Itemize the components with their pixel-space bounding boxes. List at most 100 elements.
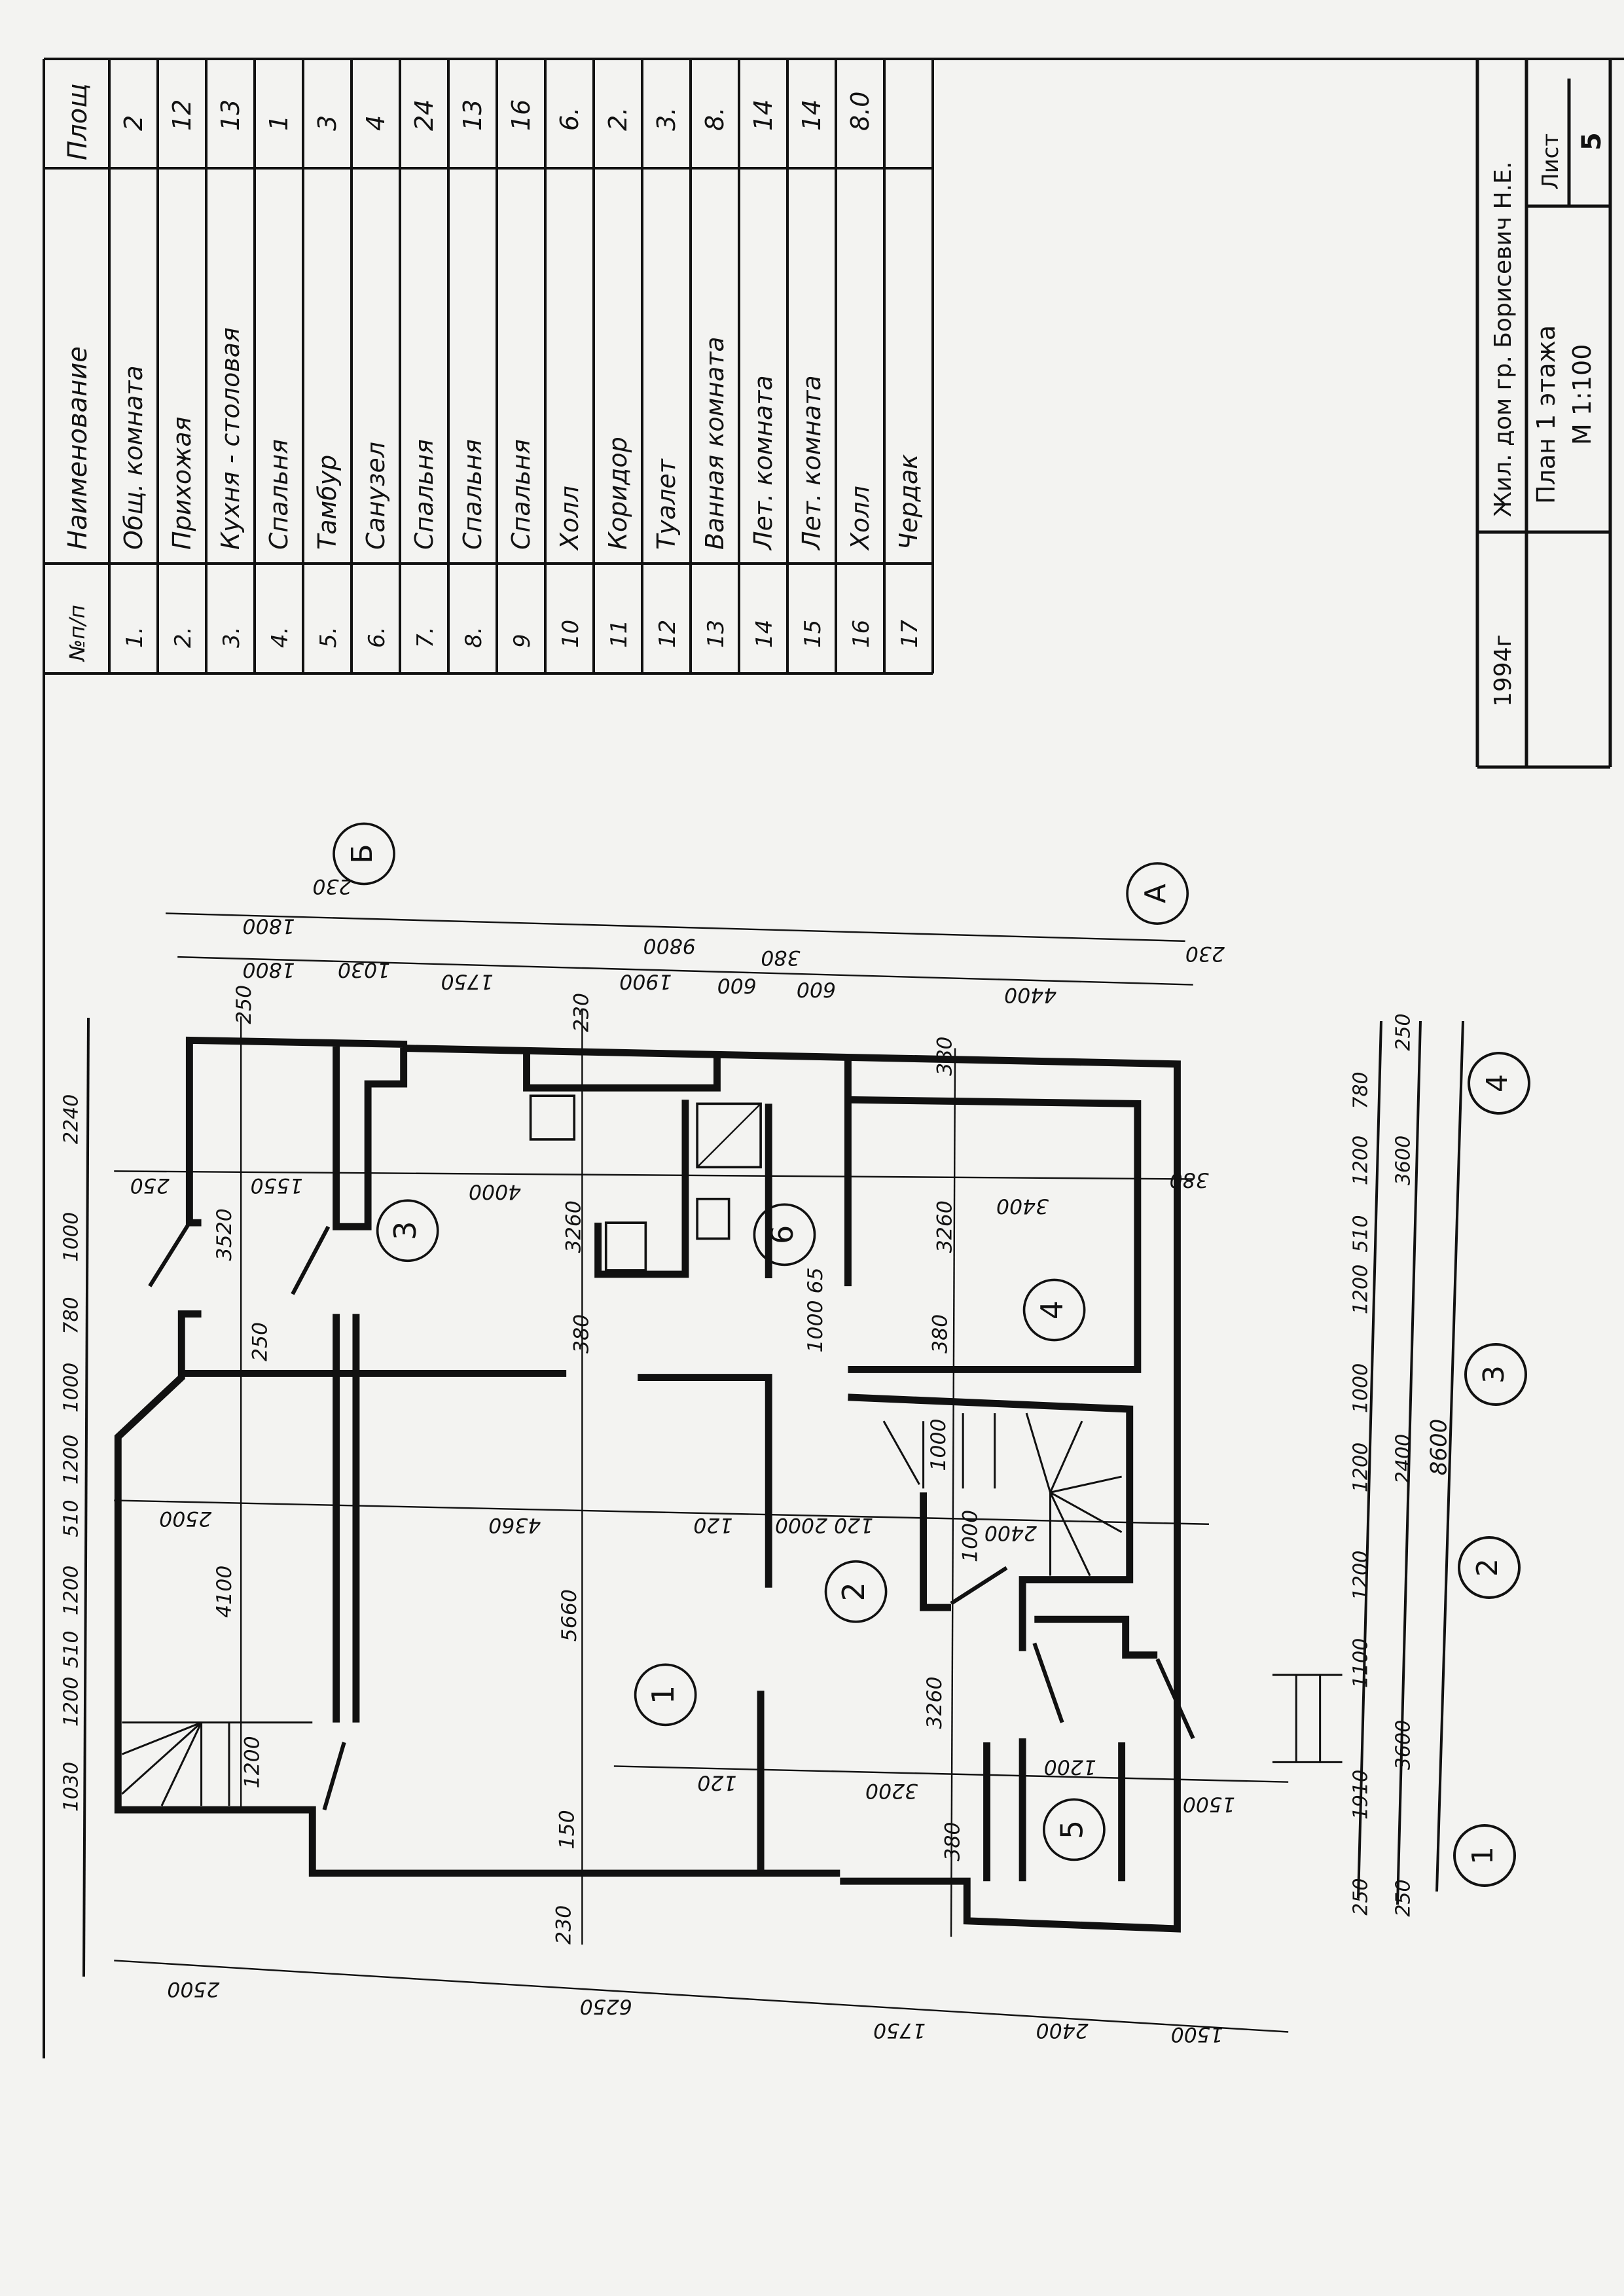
row-number: 10 xyxy=(558,620,584,648)
dimension-label: 1750 xyxy=(873,2018,926,2042)
row-number: 13 xyxy=(703,620,729,648)
axis-bubble xyxy=(1126,862,1189,925)
row-area: 8. xyxy=(700,107,729,131)
row-area: 13 xyxy=(458,99,487,131)
title-sheet-label: Лист xyxy=(1538,134,1564,190)
dimension-label: 1200 xyxy=(1350,1136,1373,1185)
row-name: Туалет xyxy=(652,457,681,550)
title-scale: М 1:100 xyxy=(1568,344,1597,445)
dimension-label: 3260 xyxy=(562,1200,585,1253)
axis-bubble xyxy=(1468,1052,1530,1115)
dimension-label: 250 xyxy=(1392,1879,1415,1916)
axis-bubble xyxy=(1458,1536,1521,1599)
dimension-label: 1200 xyxy=(1350,1265,1373,1314)
row-name: Чердак xyxy=(894,454,923,550)
dimension-label: 150 xyxy=(556,1810,579,1849)
side-dimension-lines xyxy=(82,1017,1464,1977)
row-area: 14 xyxy=(749,99,778,131)
row-name: Санузел xyxy=(361,442,390,550)
row-number: 4. xyxy=(267,627,293,648)
row-number: 5. xyxy=(316,627,342,648)
title-block xyxy=(1475,59,1612,769)
header-area: Площ xyxy=(63,83,93,160)
room-number-circle xyxy=(753,1203,816,1266)
header-name: Наименование xyxy=(63,346,93,550)
room-number-circle xyxy=(1043,1798,1106,1861)
dimension-label: 2500 xyxy=(159,1507,211,1530)
dimension-label: 6250 xyxy=(580,1995,632,2018)
title-project: Жил. дом гр. Борисевич Н.Е. xyxy=(1490,162,1517,517)
dimension-label: 1200 xyxy=(1350,1551,1373,1600)
dimension-label: 1200 xyxy=(60,1566,83,1615)
row-number: 6. xyxy=(364,627,390,648)
dimension-label: 4000 xyxy=(469,1180,521,1204)
row-number: 8. xyxy=(461,627,487,648)
row-area: 13 xyxy=(216,99,245,131)
dimension-label: 780 xyxy=(1350,1071,1373,1109)
dimension-label: 3600 xyxy=(1392,1136,1415,1185)
dimension-label: 3200 xyxy=(865,1779,918,1803)
dimension-label: 230 xyxy=(1185,942,1225,965)
dimension-label: 780 xyxy=(60,1297,83,1334)
axis-label: 4 xyxy=(1481,1074,1514,1092)
row-number: 11 xyxy=(606,620,632,648)
dimension-label: 1200 xyxy=(1044,1755,1096,1778)
dimension-label: 600 xyxy=(717,974,757,997)
dimension-label: 600 xyxy=(797,978,836,1001)
dimension-label: 380 xyxy=(1170,1168,1209,1192)
dimension-label: 1000 xyxy=(1350,1363,1373,1413)
sheet-frame xyxy=(43,58,1624,2058)
room-number: 5 xyxy=(1054,1820,1089,1839)
dimension-label: 120 xyxy=(693,1513,732,1537)
room-number: 1 xyxy=(645,1685,681,1704)
row-area: 12 xyxy=(168,99,196,131)
axis-bubble xyxy=(333,822,395,886)
row-number: 1. xyxy=(122,627,148,648)
dimension-label: 1000 xyxy=(958,1510,982,1562)
dimension-label: 120 2000 xyxy=(775,1513,873,1537)
dimension-label: 380 xyxy=(928,1314,952,1354)
room-number: 3 xyxy=(388,1221,423,1240)
dimension-label: 250 xyxy=(1350,1878,1373,1915)
doors-and-fixtures xyxy=(148,1094,1195,1810)
dimension-label: 1100 xyxy=(1350,1638,1373,1688)
dimension-label: 510 xyxy=(1350,1215,1373,1252)
row-area: 3 xyxy=(313,115,342,131)
row-number: 9 xyxy=(509,634,535,648)
row-number: 17 xyxy=(897,619,923,648)
row-area: 2 xyxy=(119,115,148,131)
row-number: 12 xyxy=(655,620,681,648)
dimension-label: 8600 xyxy=(1426,1419,1453,1476)
axis-bubble xyxy=(1464,1343,1527,1406)
dimension-label: 1900 xyxy=(619,969,672,993)
room-number: 2 xyxy=(836,1582,871,1601)
dimension-label: 380 xyxy=(933,1037,957,1076)
row-area: 2. xyxy=(604,107,632,131)
stairs xyxy=(121,1412,1343,1806)
dimension-label: 2400 xyxy=(1036,2018,1089,2042)
dimension-label: 3260 xyxy=(933,1200,957,1253)
row-name: Спальня xyxy=(264,439,293,550)
dimension-label: 1000 xyxy=(60,1363,83,1412)
axis-label: 1 xyxy=(1466,1846,1500,1865)
dimension-label: 5660 xyxy=(558,1589,581,1641)
dimension-label: 4400 xyxy=(1004,983,1056,1007)
row-name: Кухня - столовая xyxy=(216,327,245,550)
dimension-label: 1910 xyxy=(1350,1770,1373,1820)
dimension-label: 3400 xyxy=(996,1194,1049,1218)
title-year: 1994г xyxy=(1490,634,1517,707)
dimension-label: 510 xyxy=(60,1630,83,1668)
dimension-label: 1030 xyxy=(338,958,390,981)
row-area: 6. xyxy=(555,107,584,131)
dimension-label: 1030 xyxy=(60,1762,83,1812)
row-name: Лет. комната xyxy=(749,375,778,551)
dimension-label: 1200 xyxy=(60,1677,83,1727)
dimension-lines xyxy=(114,912,1289,2033)
row-name: Ванная комната xyxy=(700,336,729,550)
dimension-label: 1750 xyxy=(441,969,494,993)
row-area: 14 xyxy=(797,99,826,131)
row-name: Холл xyxy=(555,486,584,551)
room-number: 6 xyxy=(765,1225,800,1244)
